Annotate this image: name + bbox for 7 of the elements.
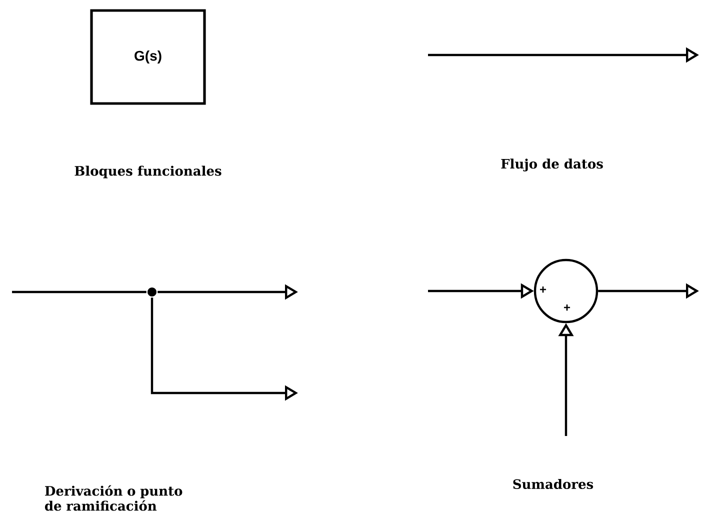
caption: Derivación o punto de ramificación: [44, 485, 182, 511]
caption: Sumadores: [513, 478, 594, 490]
function-block: G(s): [90, 9, 206, 105]
summing-junction: + +: [534, 258, 598, 324]
caption: Flujo de datos: [501, 158, 603, 172]
caption: Bloques funcionales: [74, 166, 222, 178]
branch-point: [148, 288, 156, 296]
